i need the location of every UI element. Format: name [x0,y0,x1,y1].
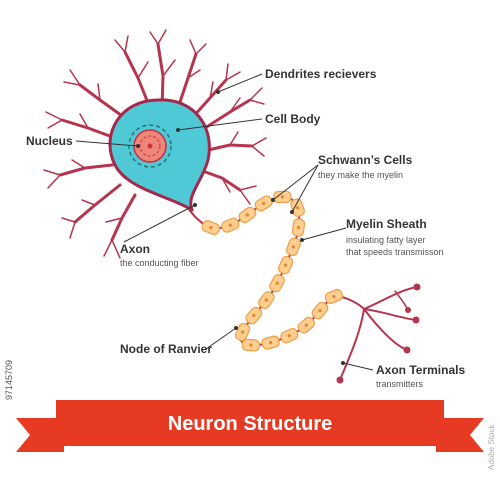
dendrite-twig [162,59,176,77]
myelin-segment [324,288,344,305]
dendrite-twig [149,31,159,45]
myelin-segment [261,335,280,350]
title-banner: Neuron Structure [16,400,484,452]
dendrite-twig [47,174,61,189]
dendrite [78,83,127,120]
dendrite [110,193,137,242]
stock-watermark: Adobe Stock [487,424,496,470]
dendrite-twig [81,199,96,206]
myelin-segment [291,218,306,237]
terminal-bulb [413,283,421,291]
dendrite-twig [103,239,113,257]
dendrite-twig [97,83,101,101]
myelin-segment [280,327,299,344]
myelin-segment [221,217,240,233]
dendrite-twig [195,43,207,55]
dendrite [198,168,242,192]
myelin-sheath [201,190,344,352]
dendrite-twig [137,61,149,79]
myelin-segment [286,237,301,256]
cell-body-label: Cell Body [265,112,321,126]
dendrite-twig [251,137,267,147]
dendrite-twig [229,97,241,113]
dendrite-twig [221,177,231,193]
dendrite-twig [47,119,63,129]
dendrite-twig [63,81,81,86]
dendrite-twig [105,217,123,223]
myelin-sheath-caption-2: that speeds transmisson [346,247,444,257]
axon-terminals-caption: transmitters [376,379,424,389]
axon [187,195,365,347]
myelin-segment [201,220,220,236]
axon-label: Axon [120,242,150,256]
dendrite-twig [225,63,229,81]
dendrite-twig [157,29,167,45]
dendrite-twig [43,169,61,176]
myelin-segment [234,322,251,342]
myelin-sheath-caption-1: insulating fatty layer [346,235,426,245]
nucleus-label: Nucleus [26,134,73,148]
dendrite-twig [209,81,214,99]
schwann-cells-caption: they make the myelin [318,170,403,180]
dendrite-twig [249,87,263,101]
dendrite-twig [225,71,241,81]
terminal-branch [339,308,365,381]
dendrites-label: Dendrites recievers [265,67,377,81]
dendrite-twig [69,69,81,86]
terminal-branch [363,286,418,310]
dendrite-twig [111,239,121,259]
myelin-segment [258,291,275,310]
dendrite-twig [239,185,257,191]
dendrite-branches [43,29,267,259]
dendrite-twig [79,113,89,129]
terminal-bulb [336,376,344,384]
banner-title: Neuron Structure [168,413,332,435]
node-of-ranvier-label: Node of Ranvier [120,342,212,356]
dendrite-twig [61,217,76,223]
dendrite-twig [229,131,239,146]
terminal-bulbs [336,283,421,384]
dendrite-twig [71,159,86,169]
myelin-segment [238,206,257,224]
myelin-segment [241,338,261,352]
myelin-segment [297,316,316,334]
axon-terminals-label: Axon Terminals [376,363,465,377]
stock-id: 97145709 [4,360,14,400]
myelin-sheath-label: Myelin Sheath [346,217,427,231]
dendrite-twig [187,69,201,79]
myelin-segment [311,301,329,320]
terminal-bulb [405,307,411,313]
dendrite [206,143,254,152]
dendrite [176,52,198,110]
dendrite-twig [124,35,129,53]
dendrite-twig [69,221,76,239]
dendrite-twig [45,111,63,121]
dendrite-twig [251,145,265,157]
dendrite-twig [249,99,265,105]
dendrite-twig [189,39,197,55]
myelin-segment [245,306,263,325]
dendrite [58,163,114,177]
schwann-cells-label: Schwann’s Cells [318,153,413,167]
dendrite [123,50,152,110]
terminal-branch [394,290,409,311]
myelin-segment [273,190,292,204]
leader-lines [75,73,374,371]
dendrite-twig [239,189,251,205]
axon-caption: the conducting fiber [120,258,199,268]
terminal-bulb [403,346,411,354]
myelin-segment [290,198,305,217]
myelin-segment [277,256,294,275]
terminal-branch [363,308,417,321]
terminal-branch [363,308,408,351]
terminal-bulb [412,316,420,324]
myelin-segment [269,274,285,293]
dendrite-twig [114,39,126,53]
dendrite [73,183,122,224]
myelin-segment [254,195,273,212]
